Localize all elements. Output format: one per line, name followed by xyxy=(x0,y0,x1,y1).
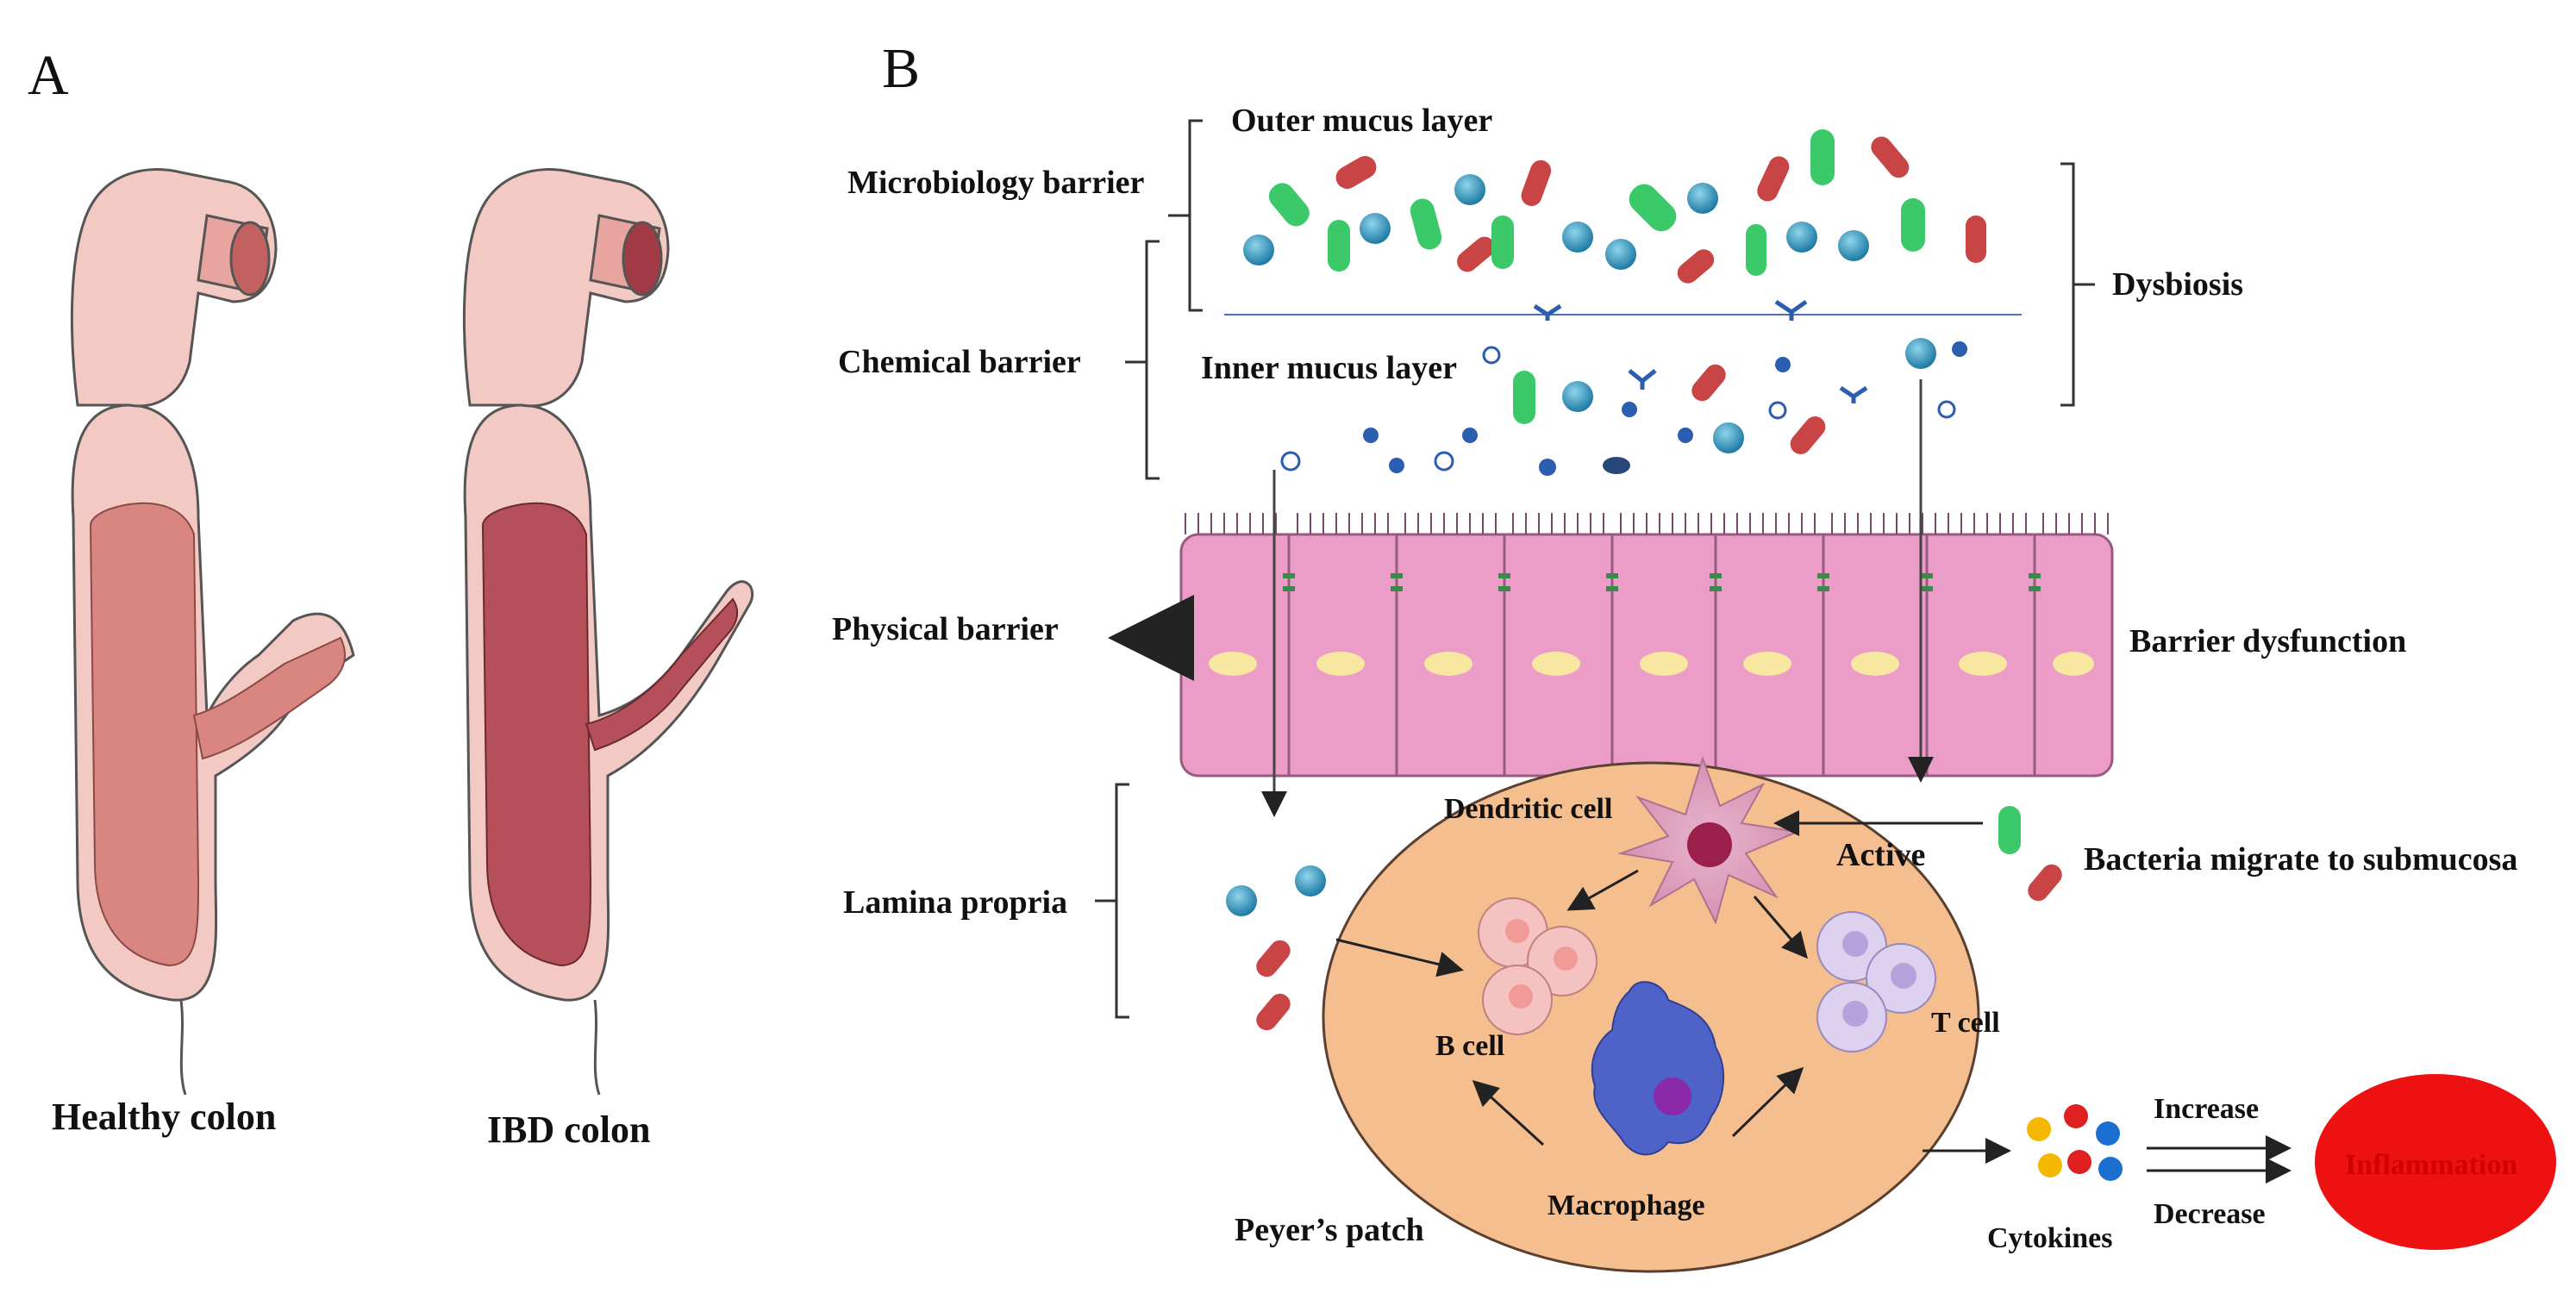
t-cell-cluster xyxy=(1816,911,1936,1053)
dendritic-cell-label: Dendritic cell xyxy=(1444,793,1613,825)
microbiology-barrier-label: Microbiology barrier xyxy=(847,165,1145,201)
increase-label: Increase xyxy=(2154,1093,2260,1125)
lamina-propria-label: Lamina propria xyxy=(843,884,1068,921)
physical-barrier-label: Physical barrier xyxy=(832,611,1059,647)
macrophage-shape xyxy=(1591,981,1725,1156)
b-cell-label: B cell xyxy=(1435,1030,1505,1062)
epithelial-layer xyxy=(1179,513,2114,778)
active-label: Active xyxy=(1836,837,1926,873)
peyers-patch-label: Peyer’s patch xyxy=(1235,1212,1424,1248)
inner-layer-molecules xyxy=(1280,299,1967,476)
cytokine-cluster xyxy=(2027,1104,2123,1181)
macrophage-label: Macrophage xyxy=(1547,1190,1705,1221)
decrease-label: Decrease xyxy=(2154,1198,2266,1230)
panel-a-letter: A xyxy=(28,44,69,107)
dysbiosis-label: Dysbiosis xyxy=(2112,266,2244,303)
inflammation-ellipse xyxy=(2315,1074,2556,1250)
chemical-barrier-label: Chemical barrier xyxy=(838,344,1081,380)
healthy-colon-label: Healthy colon xyxy=(52,1096,277,1138)
barrier-dysfunction-label: Barrier dysfunction xyxy=(2129,623,2407,659)
migrated-bacteria xyxy=(1226,806,2062,1031)
b-cell-cluster xyxy=(1478,897,1597,1035)
immune-arrows xyxy=(1335,810,2292,1184)
bacteria-migrate-label: Bacteria migrate to submucosa xyxy=(2084,841,2518,878)
healthy-colon-illustration xyxy=(70,168,355,1096)
outer-mucus-layer-label: Outer mucus layer xyxy=(1231,103,1493,139)
ibd-colon-label: IBD colon xyxy=(487,1109,651,1151)
t-cell-label: T cell xyxy=(1931,1007,2000,1039)
cytokines-label: Cytokines xyxy=(1987,1222,2113,1254)
barrier-brackets xyxy=(1095,119,2095,1019)
inflammation-label: Inflammation xyxy=(2345,1149,2518,1181)
dendritic-cell-shape xyxy=(1617,755,1801,925)
bacteria-outer-layer xyxy=(1243,129,1986,284)
inner-mucus-layer-label: Inner mucus layer xyxy=(1201,350,1457,386)
panel-b-letter: B xyxy=(882,37,921,100)
ibd-colon-illustration xyxy=(462,168,754,1096)
